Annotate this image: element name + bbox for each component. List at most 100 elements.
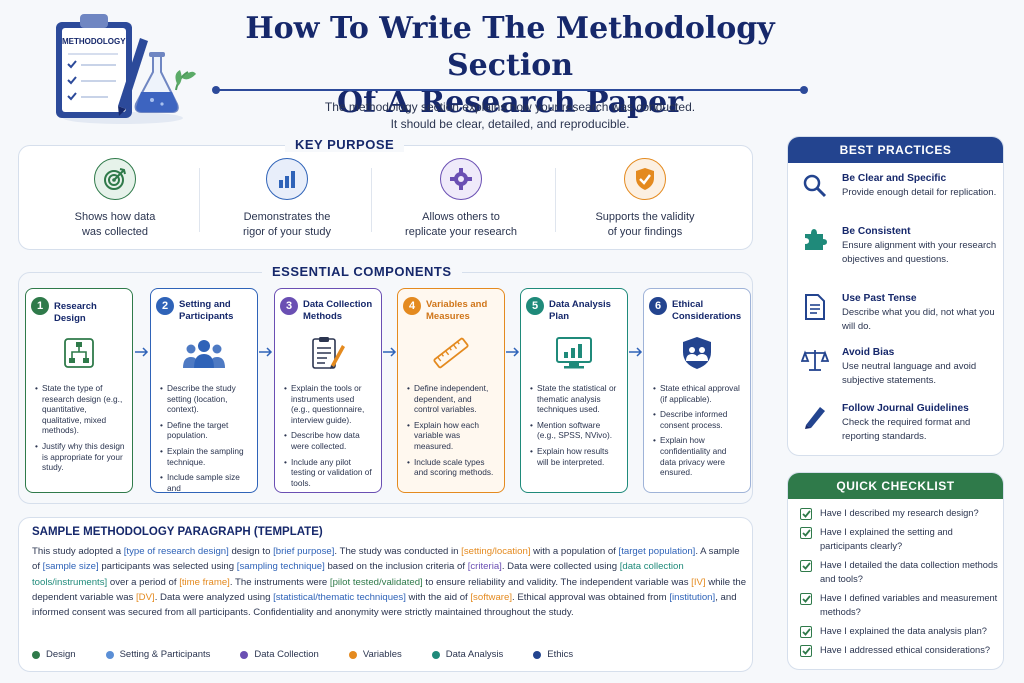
- checklist-text: Have I detailed the data collection meth…: [820, 560, 998, 584]
- template-placeholder: [data collection tools/instruments]: [32, 561, 684, 588]
- component-number: 5: [526, 297, 544, 315]
- component-number: 1: [31, 297, 49, 315]
- component-bullet: Explain how each variable was measured.: [407, 420, 498, 452]
- component-bullet: Describe the study setting (location, co…: [160, 383, 251, 415]
- checklist-item: Have I explained the data analysis plan?: [800, 625, 1000, 639]
- template-placeholder: [statistical/thematic techniques]: [273, 591, 406, 603]
- magnifier-icon: [800, 173, 830, 203]
- template-placeholder: [time frame]: [179, 576, 230, 588]
- monitor-chart-icon: [521, 329, 627, 377]
- document-icon: [800, 293, 830, 323]
- checklist-title: QUICK CHECKLIST: [788, 473, 1003, 499]
- checklist-item: Have I addressed ethical considerations?: [800, 644, 1000, 658]
- template-placeholder: [criteria]: [467, 561, 502, 573]
- template-text: This study adopted a: [32, 546, 124, 557]
- best-practice-desc: Provide enough detail for replication.: [842, 187, 997, 198]
- template-text: , and informed consent was secured from …: [32, 591, 737, 619]
- component-title: Research Design: [54, 301, 97, 324]
- component-bullet: Explain how results will be interpreted.: [530, 446, 621, 467]
- clipboard-pen-icon: [275, 329, 381, 377]
- component-bullet: Explain the tools or instruments used (e…: [284, 383, 375, 425]
- ruler-icon: [398, 329, 504, 377]
- template-text: . Ethical approval was obtained from: [511, 591, 670, 603]
- template-text: . The study was conducted in: [334, 546, 462, 557]
- sample-title: SAMPLE METHODOLOGY PARAGRAPH (TEMPLATE): [32, 526, 323, 538]
- checkbox-checked-icon[interactable]: [800, 645, 812, 657]
- gear-icon: [440, 158, 482, 200]
- pen-icon: [800, 403, 830, 433]
- best-practices-title: BEST PRACTICES: [788, 137, 1003, 163]
- components-title: ESSENTIAL COMPONENTS: [262, 264, 462, 279]
- legend-label: Data Collection: [254, 649, 319, 660]
- legend-item: Data Collection: [240, 649, 319, 660]
- checkbox-checked-icon[interactable]: [800, 626, 812, 638]
- template-text: to ensure reliability and validity. The …: [422, 576, 692, 588]
- checkbox-checked-icon[interactable]: [800, 527, 812, 539]
- quick-checklist-panel: QUICK CHECKLIST Have I described my rese…: [787, 472, 1004, 670]
- best-practice-title: Be Consistent: [842, 226, 911, 237]
- purpose-item: Allows others to replicate your research: [371, 158, 551, 240]
- checkbox-checked-icon[interactable]: [800, 593, 812, 605]
- template-placeholder: [sampling technique]: [236, 561, 325, 573]
- template-text: participants was selected using: [98, 561, 237, 573]
- checklist-item: Have I detailed the data collection meth…: [800, 559, 1000, 586]
- component-title: Setting and Participants: [179, 299, 234, 322]
- hero-illustration: [48, 8, 198, 126]
- sample-paragraph: This study adopted a [type of research d…: [32, 544, 747, 620]
- best-practice-title: Use Past Tense: [842, 293, 917, 304]
- component-number: 2: [156, 297, 174, 315]
- purpose-text: Supports the validity: [595, 211, 695, 223]
- divider: [371, 168, 372, 232]
- legend-label: Variables: [362, 649, 402, 660]
- component-bullet: Describe informed consent process.: [653, 409, 744, 430]
- checklist-text: Have I explained the data analysis plan?: [820, 626, 987, 636]
- component-bullet: Mention software (e.g., SPSS, NVivo).: [530, 420, 621, 441]
- template-placeholder: [IV]: [691, 576, 706, 588]
- purpose-text: rigor of your study: [242, 226, 332, 238]
- purpose-text: replicate your research: [405, 226, 517, 238]
- shield-people-icon: [644, 329, 750, 377]
- best-practice-desc: Check the required format and reporting …: [842, 417, 971, 442]
- puzzle-icon: [800, 226, 830, 256]
- template-text: . The instruments were: [229, 576, 330, 588]
- legend-dot: [431, 650, 440, 659]
- template-placeholder: [type of research design]: [123, 546, 229, 557]
- sample-paragraph-panel: SAMPLE METHODOLOGY PARAGRAPH (TEMPLATE) …: [18, 517, 753, 672]
- checklist-text: Have I described my research design?: [820, 508, 979, 518]
- checklist-text: Have I defined variables and measurement…: [820, 593, 998, 617]
- intro-line1: The methodology section explains how you…: [324, 100, 696, 114]
- arrow-right-icon: [259, 347, 273, 357]
- template-placeholder: [pilot tested/validated]: [329, 576, 423, 588]
- purpose-item: Supports the validity of your findings: [555, 158, 735, 240]
- template-placeholder: [software]: [470, 591, 512, 603]
- template-text: with a population of: [530, 546, 619, 557]
- template-placeholder: [sample size]: [42, 561, 99, 573]
- purpose-text: Allows others to: [422, 211, 500, 223]
- component-bullet: Explain how confidentiality and data pri…: [653, 435, 744, 477]
- component-title: Ethical Considerations: [672, 299, 742, 322]
- component-number: 4: [403, 297, 421, 315]
- components-panel: ESSENTIAL COMPONENTS: [18, 264, 753, 504]
- component-bullet: State the type of research design (e.g.,…: [35, 383, 126, 436]
- divider: [555, 168, 556, 232]
- component-bullet: Justify why this design is appropriate f…: [35, 441, 126, 473]
- template-placeholder: [institution]: [669, 591, 716, 603]
- arrow-right-icon: [506, 347, 520, 357]
- best-practice-title: Follow Journal Guidelines: [842, 403, 969, 414]
- arrow-right-icon: [383, 347, 397, 357]
- checkbox-checked-icon[interactable]: [800, 508, 812, 520]
- purpose-text: of your findings: [607, 226, 683, 238]
- checkbox-checked-icon[interactable]: [800, 560, 812, 572]
- checklist-item: Have I defined variables and measurement…: [800, 592, 1000, 619]
- component-bullet: Define independent, dependent, and contr…: [407, 383, 498, 415]
- checklist-item: Have I explained the setting and partici…: [800, 526, 1000, 553]
- divider: [199, 168, 200, 232]
